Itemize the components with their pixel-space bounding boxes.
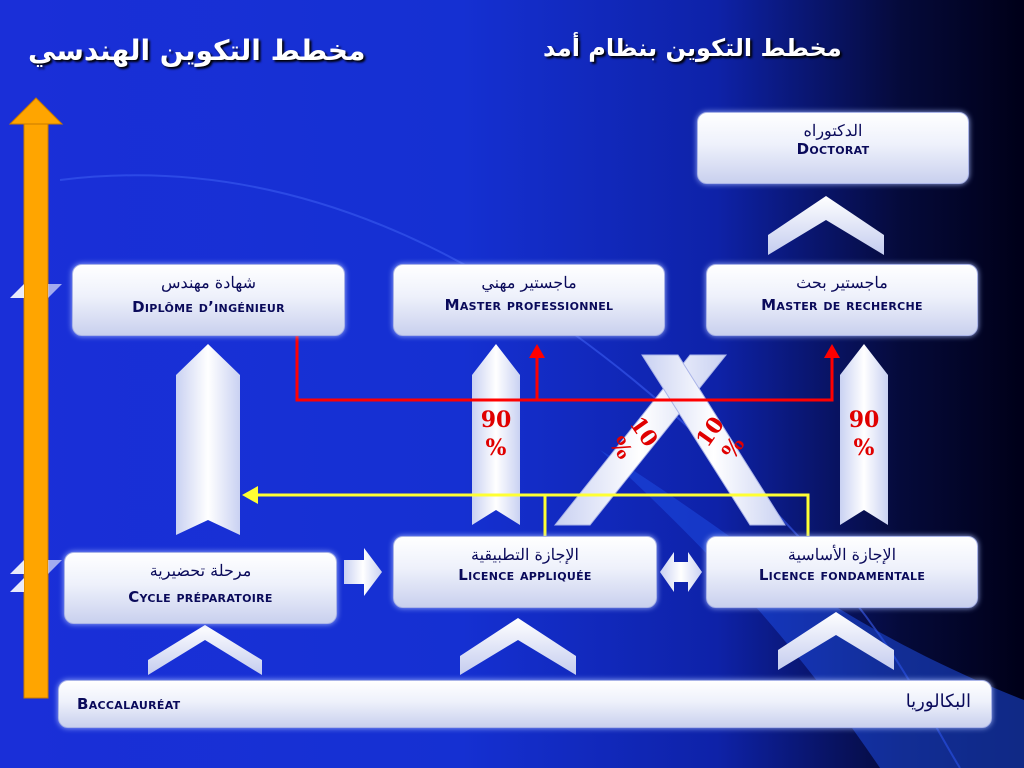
pct-left-90: 90 %	[480, 407, 512, 461]
doctorat-ar: الدكتوراه	[803, 121, 863, 140]
master-pro-ar: ماجستير مهني	[481, 273, 577, 292]
box-doctorat: الدكتوراه Doctorat	[697, 112, 969, 184]
bac-fr: Baccalauréat	[77, 695, 181, 713]
arrow-right-icon	[344, 548, 382, 596]
box-licence-fondamentale: الإجازة الأساسية Licence fondamentale	[706, 536, 978, 608]
cross-ribbon-right	[641, 354, 786, 526]
pct-right-90: 90 %	[848, 407, 880, 461]
master-recherche-ar: ماجستير بحث	[796, 273, 888, 292]
red-arrowhead	[824, 344, 840, 358]
red-connector	[295, 334, 834, 402]
licence-fondamentale-ar: الإجازة الأساسية	[787, 545, 897, 564]
box-diplome-ingenieur: شهادة مهندس Diplôme d’ingénieur	[72, 264, 345, 336]
yellow-connector	[543, 493, 810, 540]
arrow-up-icon	[840, 344, 888, 525]
box-cycle-prep: مرحلة تحضيرية Cycle préparatoire	[64, 552, 337, 624]
box-master-recherche: ماجستير بحث Master de recherche	[706, 264, 978, 336]
timeline-arrow	[8, 97, 64, 699]
yellow-arrowhead	[242, 486, 258, 504]
box-master-pro: ماجستير مهني Master professionnel	[393, 264, 665, 336]
red-arrowhead	[529, 344, 545, 358]
licence-fondamentale-fr: Licence fondamentale	[758, 566, 926, 584]
licence-appliquee-fr: Licence appliquée	[458, 566, 592, 584]
arrow-up-icon	[176, 344, 240, 535]
bac-ar: البكالوريا	[905, 691, 971, 712]
chevron-up-icon	[768, 196, 884, 255]
diplome-ingenieur-fr: Diplôme d’ingénieur	[132, 298, 285, 316]
diplome-ingenieur-ar: شهادة مهندس	[161, 273, 256, 292]
cycle-prep-ar: مرحلة تحضيرية	[149, 561, 252, 580]
title-lmd: مخطط التكوين بنظام أمد	[543, 34, 842, 62]
box-baccalaureat: Baccalauréat البكالوريا	[58, 680, 992, 728]
title-engineering: مخطط التكوين الهندسي	[28, 34, 366, 67]
doctorat-fr: Doctorat	[796, 140, 870, 158]
master-recherche-fr: Master de recherche	[761, 296, 923, 314]
double-arrow-icon	[660, 552, 702, 592]
arrow-up-icon	[472, 344, 520, 525]
chevron-up-icon	[460, 618, 576, 675]
box-licence-appliquee: الإجازة التطبيقية Licence appliquée	[393, 536, 657, 608]
master-pro-fr: Master professionnel	[444, 296, 614, 314]
chevron-up-icon	[778, 612, 894, 670]
chevron-up-icon	[148, 625, 262, 675]
licence-appliquee-ar: الإجازة التطبيقية	[471, 545, 579, 564]
cycle-prep-fr: Cycle préparatoire	[128, 588, 273, 606]
